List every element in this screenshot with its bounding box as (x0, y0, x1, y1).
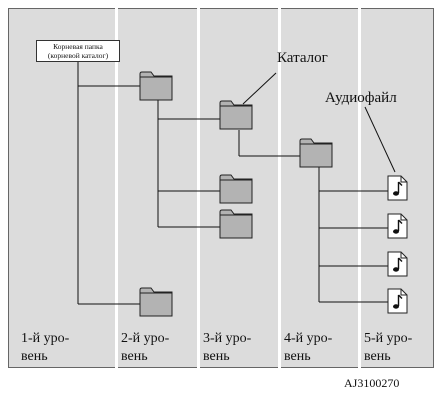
level-label-4: 4-й уро- вень (284, 331, 333, 364)
folder-icon (219, 209, 253, 239)
folder-icon (219, 100, 253, 130)
figure-code: AJ3100270 (344, 376, 400, 390)
folder-icon (139, 287, 173, 317)
column-divider (278, 8, 281, 368)
root-folder-subtitle: (корневой каталог) (47, 51, 109, 60)
level-label-1: 1-й уро- вень (21, 331, 70, 364)
level-label-5: 5-й уро- вень (364, 331, 413, 364)
column-divider (115, 8, 118, 368)
folder-icon (219, 174, 253, 204)
column-divider (358, 8, 361, 368)
column-divider (197, 8, 200, 368)
folder-icon (299, 138, 333, 168)
tree-connectors (77, 62, 396, 305)
audio-file-callout: Аудиофайл (325, 90, 397, 106)
catalog-callout: Каталог (277, 50, 328, 66)
root-folder-box: Корневая папка (корневой каталог) (36, 40, 120, 62)
root-folder-title: Корневая папка (53, 42, 103, 51)
music-note-icon (387, 213, 408, 239)
folder-icon (139, 71, 173, 101)
music-note-icon (387, 288, 408, 314)
music-note-icon (387, 251, 408, 277)
music-note-icon (387, 175, 408, 201)
level-label-2: 2-й уро- вень (121, 331, 170, 364)
level-label-3: 3-й уро- вень (203, 331, 252, 364)
